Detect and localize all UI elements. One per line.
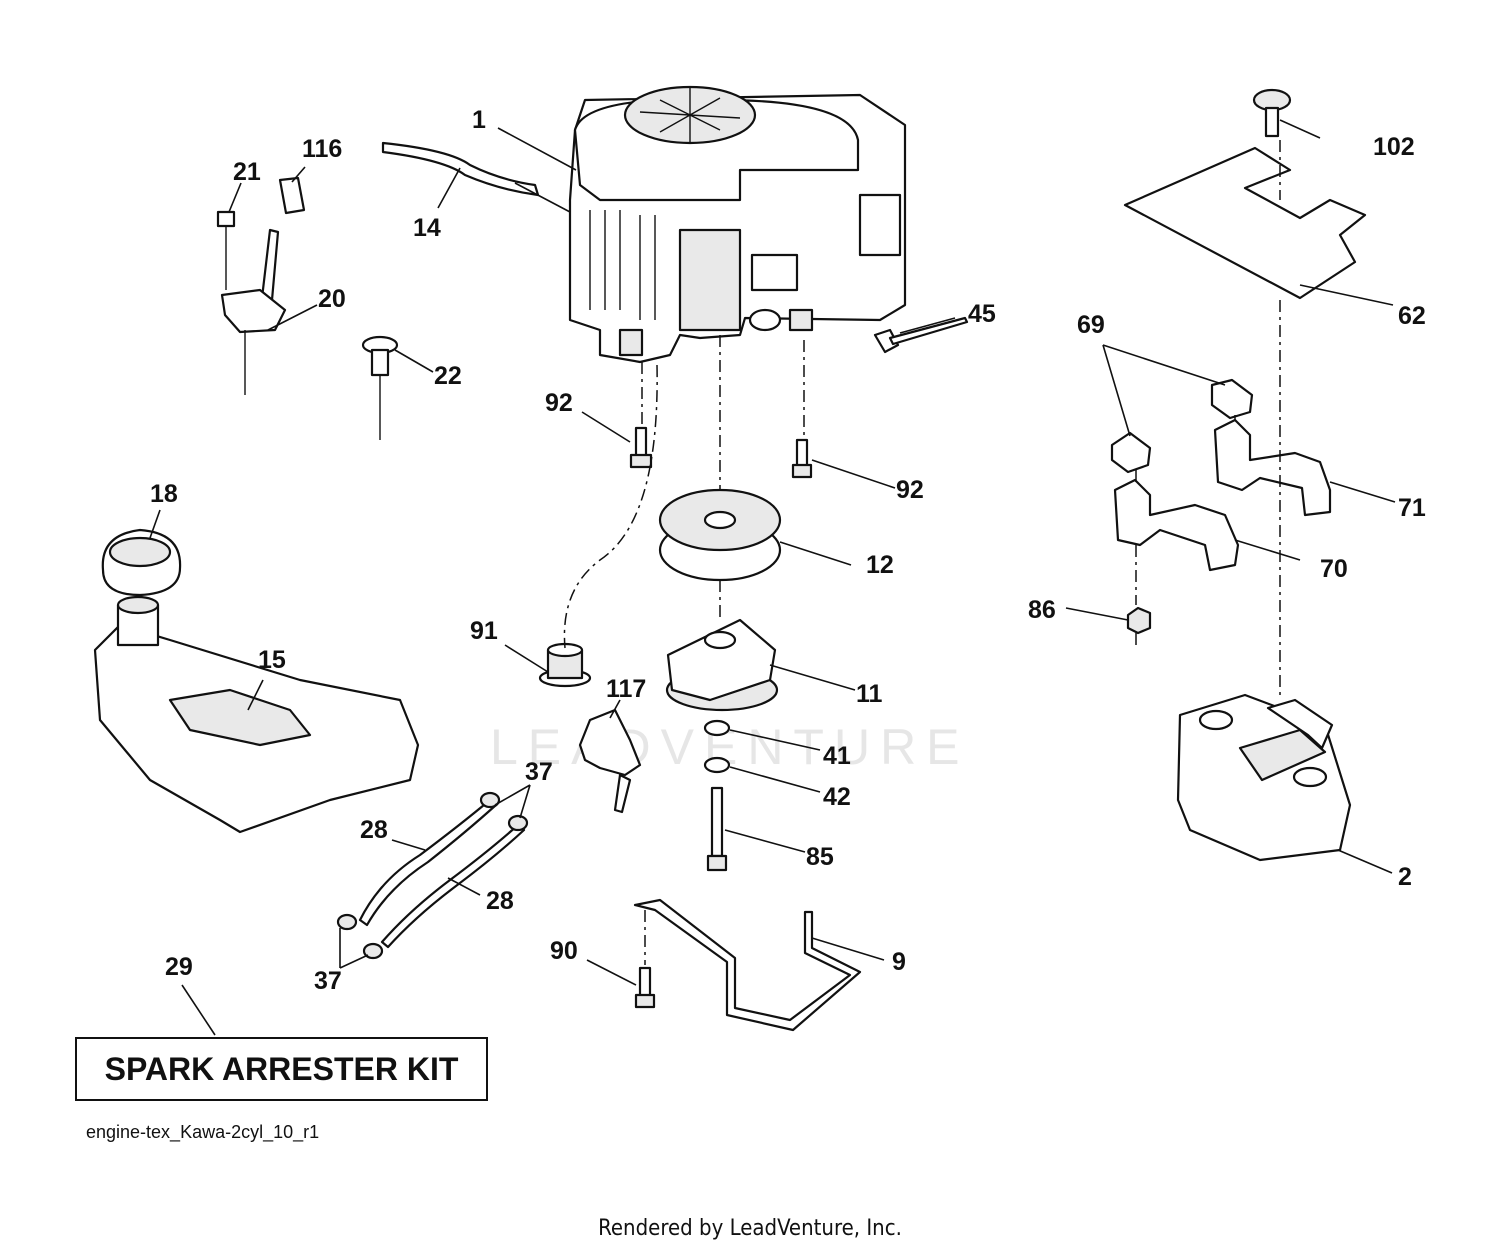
callout-102: 102 — [1373, 133, 1415, 161]
callout-12: 12 — [866, 551, 894, 579]
callout-45: 45 — [968, 300, 996, 328]
bolt-92-left[interactable] — [629, 426, 653, 469]
callout-28a: 28 — [360, 816, 388, 844]
callout-2: 2 — [1398, 863, 1412, 891]
callout-22: 22 — [434, 362, 462, 390]
callout-29: 29 — [165, 953, 193, 981]
bolt-85-part[interactable] — [706, 786, 728, 872]
choke-knob-part[interactable] — [361, 335, 399, 440]
callout-116: 116 — [302, 135, 342, 163]
callout-85: 85 — [806, 843, 834, 871]
callout-90: 90 — [550, 937, 578, 965]
muffler-part[interactable] — [1176, 693, 1352, 862]
callout-11: 11 — [856, 680, 883, 708]
callout-28b: 28 — [486, 887, 514, 915]
callout-41: 41 — [823, 742, 851, 770]
callout-86: 86 — [1028, 596, 1056, 624]
gasket-69-right[interactable] — [1210, 378, 1254, 420]
diagram-reference-code: engine-tex_Kawa-2cyl_10_r1 — [86, 1122, 320, 1142]
clamp-37-a[interactable] — [479, 791, 501, 809]
callout-18: 18 — [150, 480, 178, 508]
nut-86-part[interactable] — [1126, 606, 1152, 635]
fuel-valve-part[interactable] — [578, 708, 642, 814]
spacer-part[interactable] — [538, 642, 592, 688]
knob-102-part[interactable] — [1252, 88, 1292, 138]
engine-part[interactable] — [568, 85, 907, 364]
fuel-cap-part[interactable] — [101, 528, 182, 597]
clamp-37-d[interactable] — [362, 942, 384, 960]
clamp-37-b[interactable] — [507, 814, 529, 832]
callout-92b: 92 — [896, 476, 924, 504]
gasket-69-left[interactable] — [1110, 431, 1152, 474]
callout-14: 14 — [413, 214, 441, 242]
callout-21: 21 — [233, 158, 261, 186]
spark-arrester-kit-label: SPARK ARRESTER KIT — [75, 1037, 488, 1101]
washer-42-part[interactable] — [703, 756, 731, 774]
pto-clutch-part[interactable] — [665, 618, 779, 712]
render-credit-footer: Rendered by LeadVenture, Inc. — [598, 1216, 902, 1241]
callout-15: 15 — [258, 646, 286, 674]
callout-1: 1 — [472, 106, 486, 134]
callout-20: 20 — [318, 285, 346, 313]
callout-91: 91 — [470, 617, 498, 645]
fuel-line-part[interactable] — [381, 141, 540, 197]
bolt-92-right[interactable] — [791, 438, 813, 479]
callout-42: 42 — [823, 783, 851, 811]
throttle-control-part[interactable] — [216, 176, 306, 395]
heat-shield-part[interactable] — [1123, 146, 1367, 300]
pulley-part[interactable] — [658, 488, 782, 582]
exhaust-pipe-71-part[interactable] — [1213, 418, 1332, 517]
exhaust-pipe-70-part[interactable] — [1113, 478, 1240, 572]
callout-117: 117 — [606, 675, 646, 703]
callout-92a: 92 — [545, 389, 573, 417]
oil-drain-part[interactable] — [873, 316, 969, 354]
callout-70: 70 — [1320, 555, 1348, 583]
callout-69: 69 — [1077, 311, 1105, 339]
clamp-37-c[interactable] — [336, 913, 358, 931]
fuel-tank-part[interactable] — [93, 595, 420, 834]
washer-41-part[interactable] — [703, 719, 731, 737]
callout-71: 71 — [1398, 494, 1426, 522]
callout-62: 62 — [1398, 302, 1426, 330]
callout-37a: 37 — [525, 758, 553, 786]
callout-37b: 37 — [314, 967, 342, 995]
fuel-hose-lower-part[interactable] — [380, 823, 526, 949]
bolt-90-part[interactable] — [634, 966, 656, 1009]
callout-9: 9 — [892, 948, 906, 976]
bracket-part[interactable] — [633, 898, 862, 1032]
